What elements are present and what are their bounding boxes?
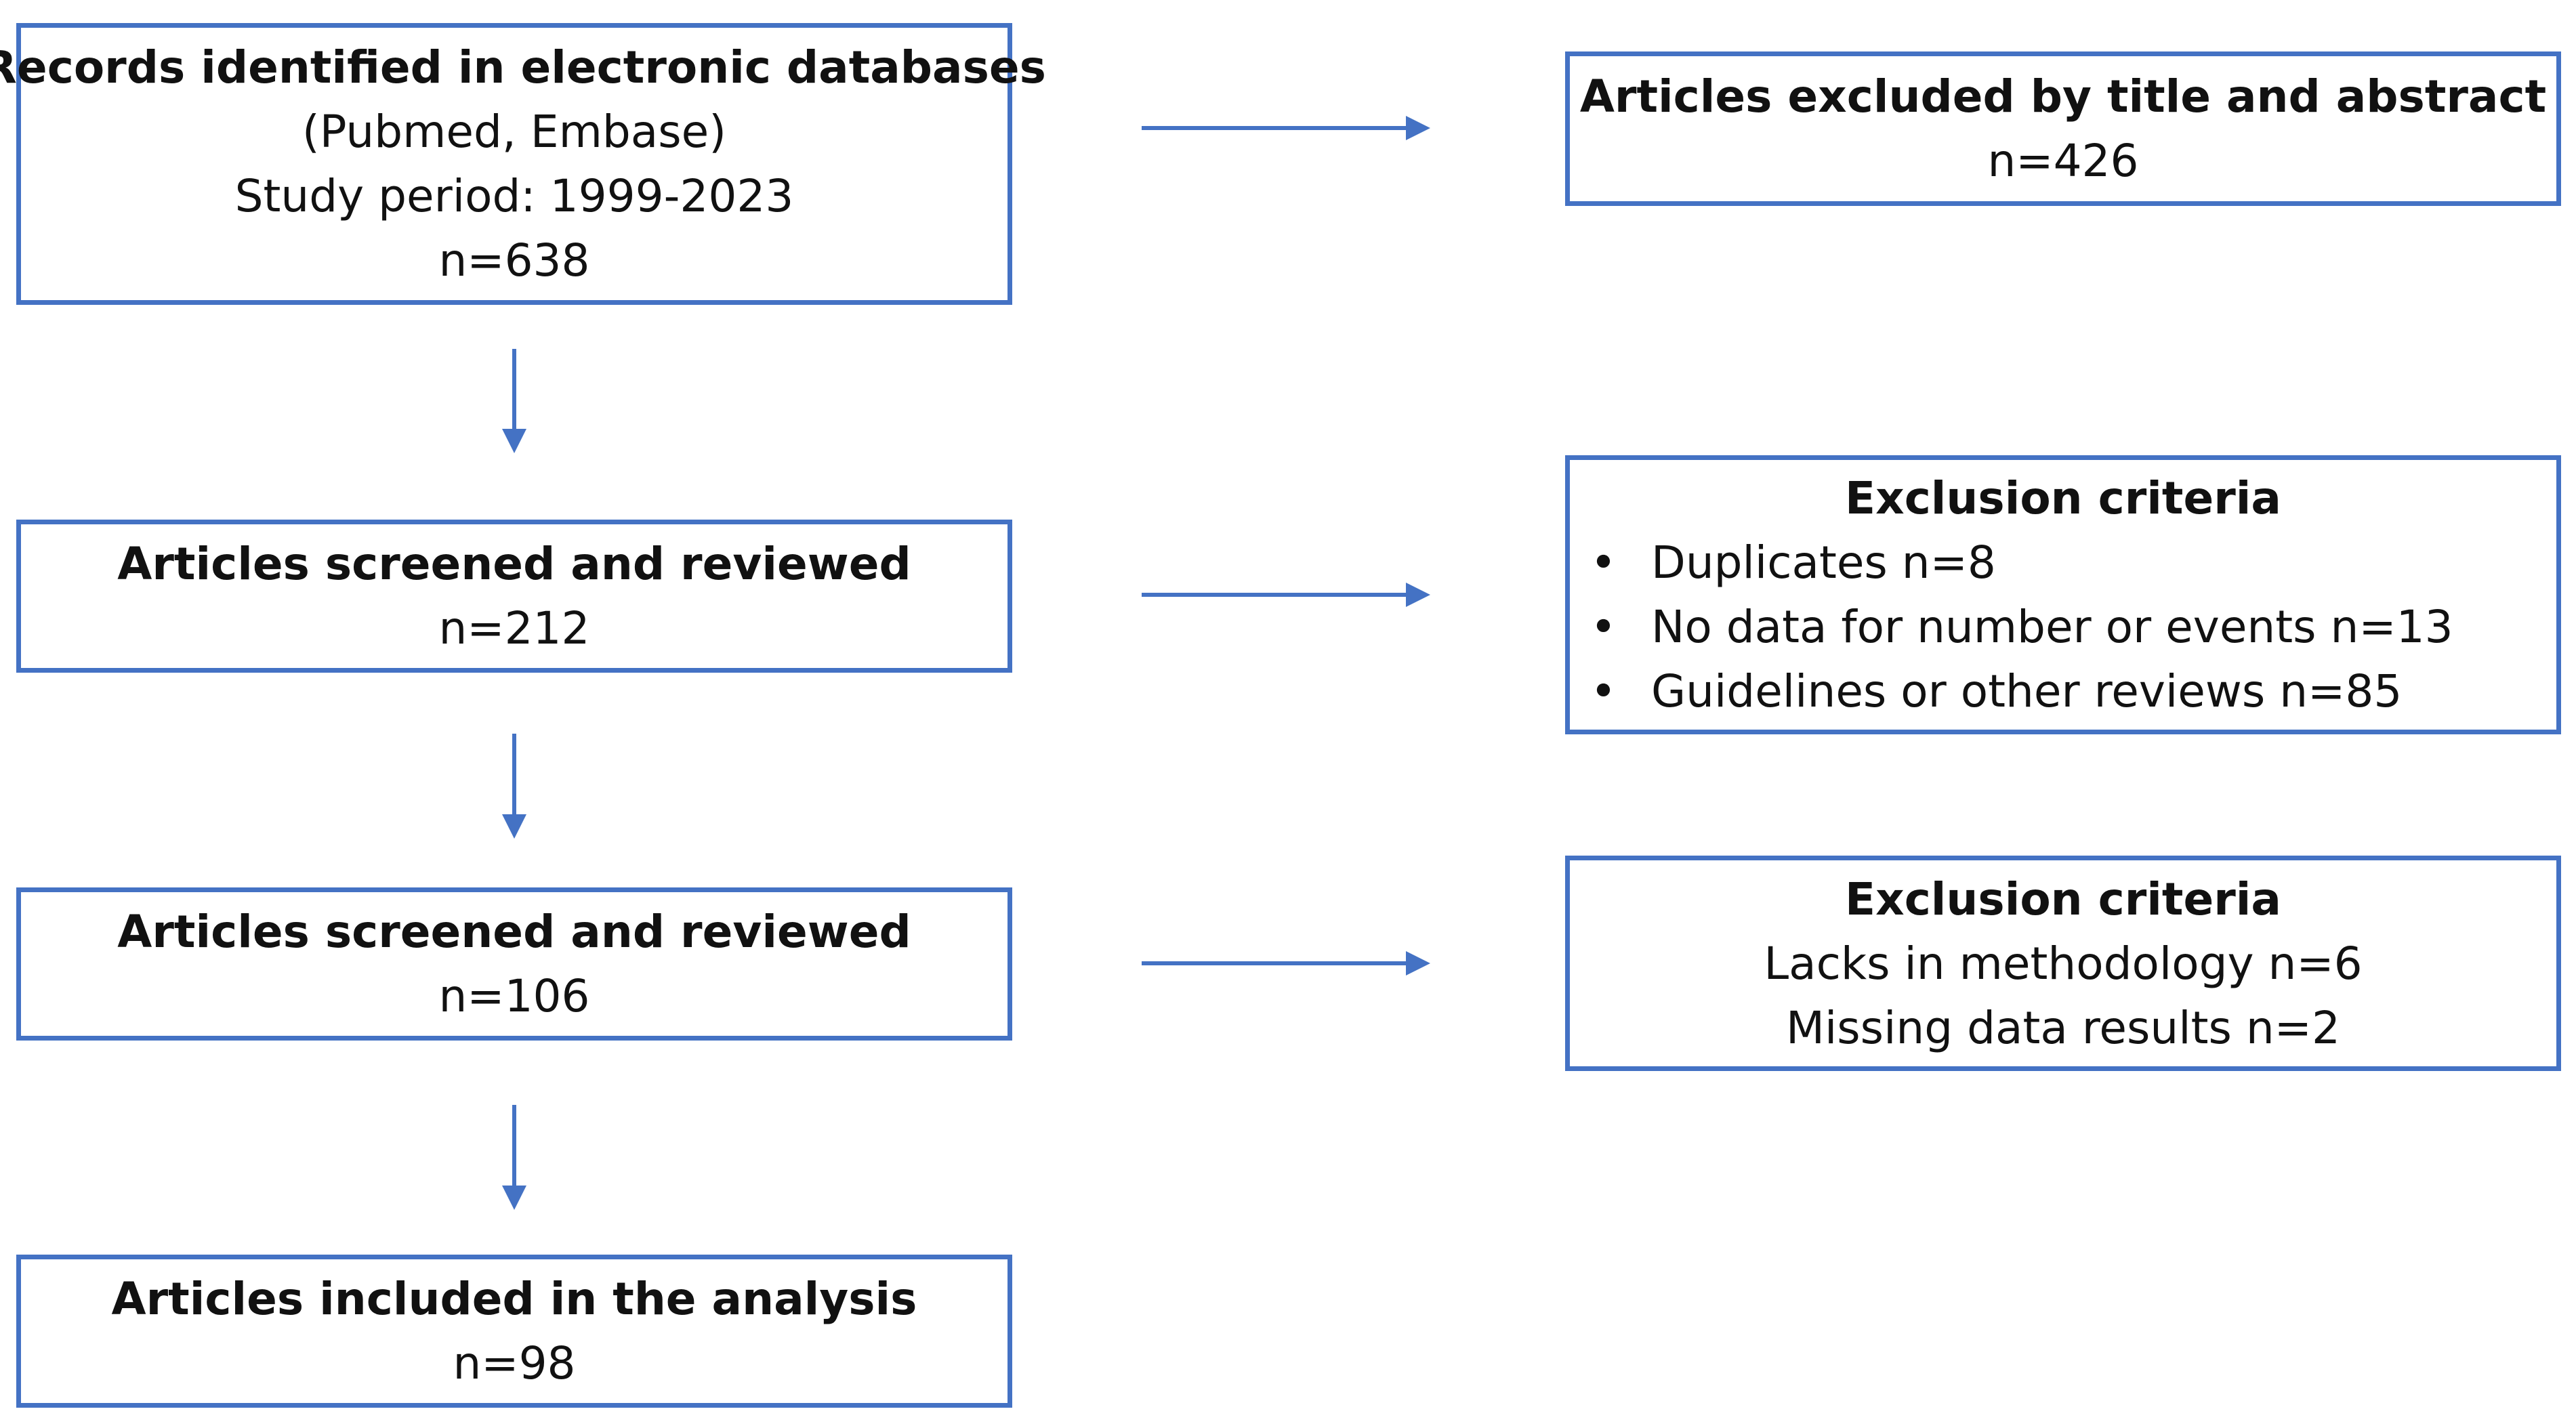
exclusion-criteria-list: • Duplicates n=8 • No data for number or… — [1570, 530, 2556, 724]
exclusion-criteria-item: • No data for number or events n=13 — [1590, 595, 2556, 659]
screened-count-2: n=106 — [438, 970, 590, 1022]
records-count: n=638 — [438, 234, 590, 287]
guidelines-item: Guidelines or other reviews n=85 — [1651, 665, 2403, 717]
included-box: Articles included in the analysis n=98 — [16, 1255, 1012, 1408]
excluded-title-abstract-box: Articles excluded by title and abstract … — [1565, 51, 2561, 206]
excluded-count: n=426 — [1987, 135, 2139, 187]
duplicates-item: Duplicates n=8 — [1651, 537, 1996, 589]
bullet-icon: • — [1590, 601, 1617, 653]
records-identified-box: Records identified in electronic databas… — [0, 23, 1046, 305]
screened-reviewed-title-2: Articles screened and reviewed — [117, 906, 911, 958]
study-period-label: Study period: 1999-2023 — [234, 170, 794, 222]
exclusion-criteria-item: • Duplicates n=8 — [1590, 530, 2556, 595]
excluded-title-abstract-title: Articles excluded by title and abstract — [1579, 70, 2547, 123]
included-title: Articles included in the analysis — [111, 1273, 917, 1325]
included-count: n=98 — [453, 1337, 576, 1389]
screened-reviewed-box-2: Articles screened and reviewed n=106 — [16, 887, 1012, 1041]
no-data-item: No data for number or events n=13 — [1651, 601, 2453, 653]
screened-count-1: n=212 — [438, 602, 590, 654]
exclusion-criteria-box-2: Exclusion criteria Lacks in methodology … — [1565, 856, 2561, 1071]
missing-data-item: Missing data results n=2 — [1786, 1001, 2340, 1054]
exclusion-criteria-title-2: Exclusion criteria — [1845, 873, 2281, 925]
exclusion-criteria-box-1: Exclusion criteria • Duplicates n=8 • No… — [1565, 455, 2561, 734]
exclusion-criteria-item: • Guidelines or other reviews n=85 — [1590, 659, 2556, 724]
screened-reviewed-title-1: Articles screened and reviewed — [117, 538, 911, 590]
databases-label: (Pubmed, Embase) — [302, 106, 726, 158]
bullet-icon: • — [1590, 665, 1617, 717]
records-identified-title: Records identified in electronic databas… — [0, 41, 1046, 93]
lacks-methodology-item: Lacks in methodology n=6 — [1764, 937, 2363, 990]
bullet-icon: • — [1590, 537, 1617, 589]
exclusion-criteria-title-1: Exclusion criteria — [1845, 472, 2281, 524]
screened-reviewed-box-1: Articles screened and reviewed n=212 — [16, 520, 1012, 673]
